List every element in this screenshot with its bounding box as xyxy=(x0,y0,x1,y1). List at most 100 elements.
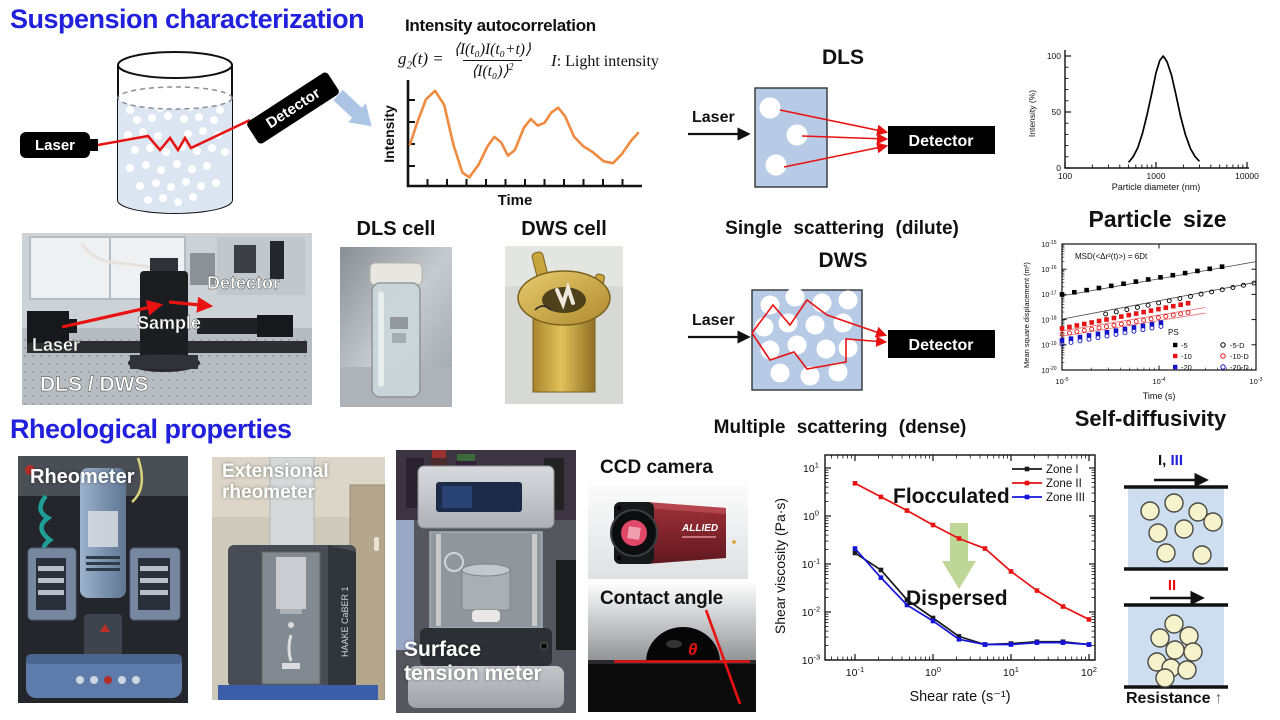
allied-brand-text: ALLIED xyxy=(681,523,718,534)
self-diffusivity-caption: Self-diffusivity xyxy=(1074,406,1227,431)
flocculated-particles xyxy=(1147,614,1203,688)
dls-detector-box xyxy=(888,126,995,154)
ccd-camera-label: CCD camera xyxy=(600,457,713,478)
svg-text:100: 100 xyxy=(803,509,819,523)
svg-text:-5: -5 xyxy=(1181,341,1188,350)
tangent-marker xyxy=(704,609,742,705)
intensity-plot-ylabel: Intensity xyxy=(381,105,397,163)
svg-text:Zone III: Zone III xyxy=(1046,492,1085,504)
dws-photon-path-lower xyxy=(751,332,888,370)
autocorr-title: Intensity autocorrelation xyxy=(405,16,596,35)
dws-detector-box xyxy=(888,330,995,358)
flow-boxes: II xyxy=(1124,472,1228,689)
svg-text:101: 101 xyxy=(1003,665,1019,679)
dws-cell-photo xyxy=(505,246,623,404)
svg-text:10-15: 10-15 xyxy=(1041,240,1056,249)
beaker-liquid xyxy=(118,98,232,213)
contact-angle-photo: θ xyxy=(588,582,756,712)
beaker-rim xyxy=(117,51,233,79)
detector-label: Detector xyxy=(247,72,339,144)
svg-text:10-3: 10-3 xyxy=(802,653,820,667)
svg-text:0: 0 xyxy=(1056,163,1061,173)
eq-note: I: Light intensity xyxy=(551,50,659,70)
suspension-particles xyxy=(124,99,229,206)
dls-laser-label: Laser xyxy=(692,109,735,126)
svg-text:MSD(<Δr²(t)>) = 6Dt: MSD(<Δr²(t)>) = 6Dt xyxy=(1075,252,1148,261)
svg-text:10-16: 10-16 xyxy=(1041,265,1056,274)
dispersed-annotation: Dispersed xyxy=(906,587,1008,610)
viscosity-ylabel: Shear viscosity (Pa·s) xyxy=(772,497,788,635)
particle-size-chart: 100 1000 10000 0 50 100 xyxy=(1047,50,1259,181)
beaker-diagram: Laser Detector xyxy=(20,51,372,214)
section-title-rheological: Rheological properties xyxy=(10,414,292,444)
dws-photon-path-upper xyxy=(751,298,888,338)
dws-diagram: DWS Laser Detector Multiple scattering (… xyxy=(688,249,995,438)
dls-caption: Single scattering (dilute) xyxy=(725,218,959,239)
viscosity-xlabel: Shear rate (s⁻¹) xyxy=(909,689,1011,705)
eq-g: g xyxy=(398,49,407,69)
equipment-caption: DLS / DWS xyxy=(40,373,149,396)
theta-symbol: θ xyxy=(688,640,698,659)
dws-caption: Multiple scattering (dense) xyxy=(714,417,967,438)
flocculated-annotation: Flocculated xyxy=(893,485,1010,508)
msd-ylabel: Mean square displacement (m²) xyxy=(1022,262,1031,368)
ccd-camera-photo: ALLIED xyxy=(588,486,748,579)
dls-dws-equipment-photo: Detector Sample Laser DLS / DWS xyxy=(22,233,312,405)
svg-text:10-2: 10-2 xyxy=(802,605,820,619)
dws-cell-label: DWS cell xyxy=(521,218,607,240)
dls-cell-label: DLS cell xyxy=(356,218,436,240)
equipment-detector-label: Detector xyxy=(207,273,280,293)
resistance-label: Resistance↑ xyxy=(1126,690,1223,707)
svg-text:-10: -10 xyxy=(1181,352,1192,361)
svg-text:100: 100 xyxy=(1047,51,1061,61)
section-title-suspension: Suspension characterization xyxy=(10,4,365,34)
svg-text:100: 100 xyxy=(1058,171,1072,181)
svg-text:102: 102 xyxy=(1081,665,1097,679)
particle-size-caption: Particle size xyxy=(1088,206,1227,232)
up-arrow-icon: ↑ xyxy=(1214,690,1223,707)
equipment-laser-label: Laser xyxy=(32,335,80,355)
svg-text:10-18: 10-18 xyxy=(1041,316,1056,325)
rheometer-label: Rheometer xyxy=(30,466,135,488)
big-arrow-icon xyxy=(333,89,372,127)
dls-particle xyxy=(759,97,781,119)
svg-text:-5-D: -5-D xyxy=(1230,341,1245,350)
laser-label-text: Laser xyxy=(35,137,75,154)
zones-1-3-label: I, III xyxy=(1158,452,1184,469)
laser-label: Laser xyxy=(20,132,98,158)
eq-fraction: ⟨I(t₀)I(t₀+t)⟩ ⟨I(t₀)⟩2 xyxy=(450,40,535,81)
svg-text:10-1: 10-1 xyxy=(846,665,864,679)
svg-text:-20-D: -20-D xyxy=(1230,363,1249,372)
dls-scatter-ray xyxy=(783,142,889,168)
laser-beam-path xyxy=(97,118,251,153)
eq-denominator: ⟨I(t₀)⟩2 xyxy=(463,60,522,81)
dws-title: DWS xyxy=(819,249,868,272)
svg-text:Zone II: Zone II xyxy=(1046,478,1082,490)
svg-text:10-1: 10-1 xyxy=(802,557,820,571)
dls-particle xyxy=(786,124,808,146)
dls-scatter-ray xyxy=(779,109,889,136)
dispersed-particles xyxy=(1140,493,1223,565)
rheometer-photo xyxy=(18,456,188,703)
photo-arrow-laser-to-sample xyxy=(61,299,164,329)
particle-size-ylabel: Intensity (%) xyxy=(1027,89,1037,138)
svg-text:10000: 10000 xyxy=(1235,171,1259,181)
photo-arrow-sample-to-detector xyxy=(168,296,214,313)
svg-text:-10-D: -10-D xyxy=(1230,352,1249,361)
autocorr-equation: g2(t) = ⟨I(t₀)I(t₀+t)⟩ ⟨I(t₀)⟩2 I: Light… xyxy=(398,40,659,81)
svg-text:10-3: 10-3 xyxy=(1249,377,1262,386)
dws-detector-label: Detector xyxy=(909,337,974,354)
eq-sub: 2 xyxy=(406,59,413,72)
intensity-time-plot xyxy=(406,80,642,188)
extensional-rheometer-photo: HAAKE CaBER 1 xyxy=(212,457,385,700)
svg-text:10-5: 10-5 xyxy=(1055,377,1068,386)
surface-tension-meter-photo xyxy=(396,450,576,713)
svg-text:10-17: 10-17 xyxy=(1041,290,1056,299)
shear-flow-diagrams: I, III II Resistance↑ xyxy=(1120,452,1232,714)
svg-text:101: 101 xyxy=(803,461,819,475)
svg-text:50: 50 xyxy=(1052,107,1062,117)
svg-text:1000: 1000 xyxy=(1147,171,1166,181)
